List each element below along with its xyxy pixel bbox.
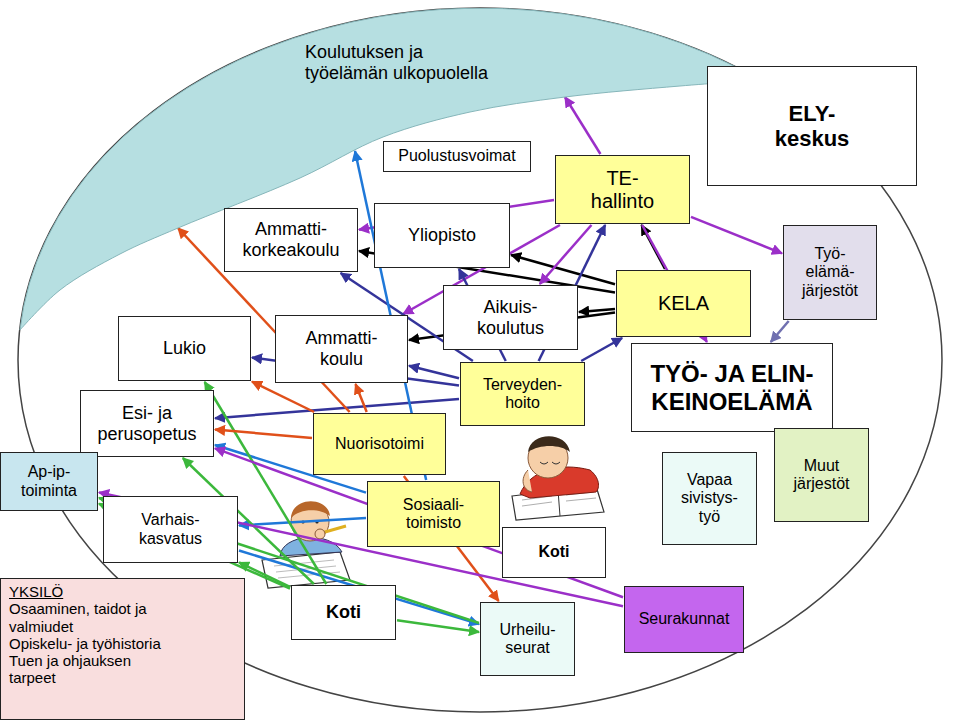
working-life-box: TYÖ- JA ELIN- KEINOELÄMÄ	[631, 343, 833, 432]
hair	[291, 501, 330, 518]
box-label: Aikuis- koulutus	[461, 297, 561, 338]
school-box: Ammatti- korkeakoulu	[224, 208, 358, 272]
service-box: Sosiaali- toimisto	[367, 481, 500, 547]
box-label: KELA	[658, 292, 709, 315]
school-box: Esi- ja perusopetus	[80, 390, 214, 457]
box-label: Esi- ja perusopetus	[90, 403, 205, 444]
school-box: Yliopisto	[374, 203, 510, 268]
heading-text: YKSILÖ	[9, 583, 63, 600]
home-box: Koti	[502, 527, 606, 578]
boy-reading-illustration	[512, 436, 604, 520]
arrow-connector	[239, 518, 366, 525]
hair	[528, 436, 570, 452]
box-label: Koulutuksen ja työelämän ulkopuolella	[305, 42, 500, 83]
box-label: ELY- keskus	[767, 101, 857, 152]
box-label: Vapaa sivistys- työ	[670, 471, 750, 526]
box-label: Koti	[538, 543, 569, 561]
organisation-box: Työ- elämä- järjestöt	[783, 225, 877, 320]
authority-box: TE- hallinto	[555, 155, 690, 224]
school-box: Ammatti- koulu	[275, 315, 408, 383]
organisation-box: Muut järjestöt	[774, 428, 869, 522]
box-label: Koti	[326, 602, 361, 623]
box-label: Työ- elämä- järjestöt	[790, 245, 870, 300]
box-label: Lukio	[163, 338, 206, 359]
arrow-connector	[565, 97, 600, 154]
hand	[315, 529, 325, 539]
box-label: Urheilu- seurat	[488, 621, 568, 658]
box-label: Ammatti- koulu	[292, 328, 392, 369]
arrow-connector	[691, 217, 782, 253]
arrow-connector	[252, 382, 314, 412]
home-box: Koti	[291, 585, 396, 640]
box-label: Opiskelu- ja työhistoria	[9, 635, 161, 652]
arrow-connector	[579, 309, 615, 312]
arrow-connector	[397, 620, 479, 632]
arrow-connector	[215, 429, 312, 438]
service-box: Ap-ip- toiminta	[0, 452, 98, 511]
box-label: Tuen ja ohjauksen tarpeet	[9, 652, 181, 687]
box-label: Ap-ip- toiminta	[9, 463, 89, 500]
box-label: Varhais- kasvatus	[121, 511, 221, 548]
box-label: Ammatti- korkeakoulu	[231, 219, 351, 260]
school-box: Lukio	[118, 316, 251, 381]
service-box: Nuorisotoimi	[313, 413, 446, 475]
school-box: Aikuis- koulutus	[443, 285, 578, 350]
box-label: Sosiaali- toimisto	[384, 496, 484, 533]
arrow-connector	[409, 366, 459, 378]
arrow-connector	[239, 562, 290, 586]
box-label: Muut järjestöt	[782, 457, 862, 494]
box-label: Terveyden- hoito	[473, 376, 573, 413]
organisation-box: Urheilu- seurat	[480, 602, 575, 676]
box-label: TE- hallinto	[580, 167, 665, 213]
box-label: Osaaminen, taidot ja valmiudet	[9, 600, 181, 635]
hand	[523, 470, 532, 492]
closed-eyes	[540, 462, 560, 464]
service-box: Puolustusvoimat	[383, 141, 531, 172]
box-label: Seurakunnat	[639, 610, 730, 628]
authority-box: KELA	[616, 270, 751, 337]
arrow-connector	[771, 321, 789, 342]
arrow-connector	[356, 384, 367, 412]
organisation-box: Seurakunnat	[624, 586, 744, 653]
service-box: Terveyden- hoito	[460, 362, 585, 426]
arrow-connector	[581, 338, 622, 361]
authority-box: ELY- keskus	[707, 66, 917, 186]
box-label: Yliopisto	[408, 225, 476, 246]
organisation-box: Vapaa sivistys- työ	[662, 452, 757, 545]
box-label: Puolustusvoimat	[398, 147, 515, 165]
box-label: Nuorisotoimi	[335, 435, 424, 453]
box-label: TYÖ- JA ELIN- KEINOELÄMÄ	[637, 360, 827, 415]
arrow-connector	[540, 225, 592, 284]
school-box: Varhais- kasvatus	[103, 496, 238, 563]
individual-box: YKSILÖOsaaminen, taidot ja valmiudetOpis…	[0, 578, 245, 720]
